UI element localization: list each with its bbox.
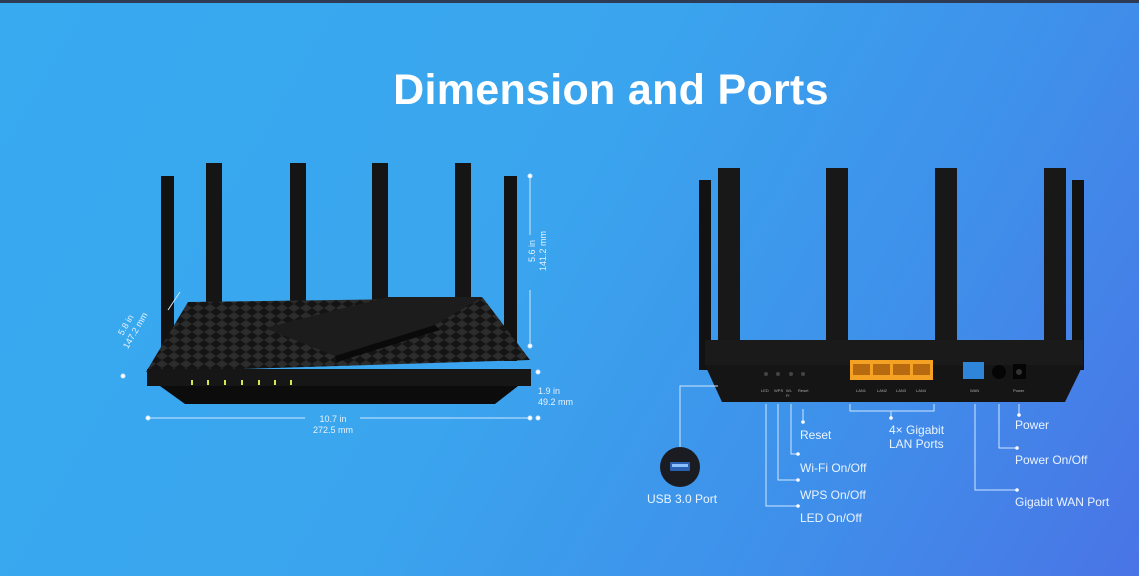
lan-callout-line1: 4× Gigabit xyxy=(889,423,945,437)
port-label: Reset xyxy=(798,388,809,393)
lan-callout-line2: LAN Ports xyxy=(889,437,944,451)
usb-callout: USB 3.0 Port xyxy=(647,492,718,506)
port-label: WPS xyxy=(774,388,784,393)
back-router xyxy=(660,168,1084,508)
height-in: 5.6 in xyxy=(527,239,537,263)
top-strip xyxy=(0,0,1139,3)
port-label: Power xyxy=(1013,388,1025,393)
wps-callout: WPS On/Off xyxy=(800,488,866,502)
width-in: 10.7 in xyxy=(319,414,347,424)
page-title: Dimension and Ports xyxy=(393,66,829,114)
height-mm: 141.2 mm xyxy=(538,230,548,272)
port-label: LED xyxy=(761,388,769,393)
led-callout: LED On/Off xyxy=(800,511,862,525)
port-label: LAN3 xyxy=(896,388,907,393)
height-dimension: 5.6 in 141.2 mm xyxy=(527,223,549,279)
power-callout: Power xyxy=(1015,418,1050,432)
width-mm: 272.5 mm xyxy=(312,425,354,435)
port-label: LAN4 xyxy=(916,388,927,393)
wan-callout: Gigabit WAN Port xyxy=(1015,495,1110,509)
front-router xyxy=(120,163,541,421)
port-label: LAN1 xyxy=(856,388,867,393)
thickness-dimension: 1.9 in 49.2 mm xyxy=(538,386,573,408)
width-dimension: 10.7 in 272.5 mm xyxy=(305,414,361,436)
port-label: Wi-Fi xyxy=(786,388,792,398)
wifi-callout: Wi-Fi On/Off xyxy=(800,461,867,475)
power-onoff-callout: Power On/Off xyxy=(1015,453,1088,467)
reset-callout: Reset xyxy=(800,428,832,442)
thickness-in: 1.9 in xyxy=(538,386,561,396)
port-label: WAN xyxy=(970,388,980,393)
port-label: LAN2 xyxy=(877,388,888,393)
thickness-mm: 49.2 mm xyxy=(538,397,574,407)
lan-callout: 4× Gigabit LAN Ports xyxy=(889,423,944,451)
